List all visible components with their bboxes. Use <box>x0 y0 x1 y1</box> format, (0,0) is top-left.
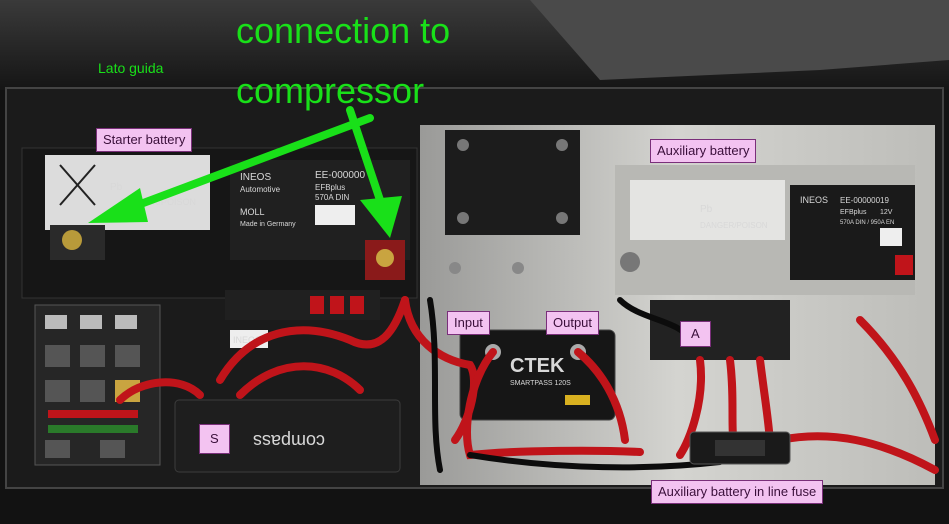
svg-text:EE-00000019: EE-00000019 <box>840 196 889 205</box>
svg-text:Automotive: Automotive <box>240 185 281 194</box>
label-auxiliary-battery: Auxiliary battery <box>650 139 757 163</box>
svg-text:Pb: Pb <box>700 204 713 215</box>
svg-text:570A DIN: 570A DIN <box>315 193 349 202</box>
svg-text:EE-000000: EE-000000 <box>315 170 365 181</box>
svg-text:Made in Germany: Made in Germany <box>240 221 296 228</box>
side-label: Lato guida <box>98 60 164 76</box>
svg-text:DANGER/POISON: DANGER/POISON <box>120 197 196 207</box>
svg-text:INEOS: INEOS <box>240 172 271 183</box>
svg-text:EFBplus: EFBplus <box>315 183 345 192</box>
lid-reflection <box>530 0 949 80</box>
label-inline-fuse: Auxiliary battery in line fuse <box>651 480 824 504</box>
svg-text:compass: compass <box>253 431 325 451</box>
label-s: S <box>199 424 230 454</box>
headline-line2: compressor <box>236 70 425 111</box>
svg-text:570A DIN / 950A EN: 570A DIN / 950A EN <box>840 220 894 226</box>
label-starter-battery: Starter battery <box>96 128 193 152</box>
headline-line1: connection to <box>236 10 451 51</box>
svg-text:EFBplus: EFBplus <box>840 209 867 216</box>
busbar-module: compass INEOS <box>174 290 401 473</box>
inline-fuse-holder <box>689 431 791 465</box>
svg-text:SMARTPASS 120S: SMARTPASS 120S <box>510 380 571 387</box>
svg-text:Pb: Pb <box>110 182 123 193</box>
svg-text:12V: 12V <box>880 209 893 216</box>
auxiliary-battery: Pb DANGER/POISON INEOS EE-00000019 EFBpl… <box>615 165 915 360</box>
label-output: Output <box>546 311 600 335</box>
label-input: Input <box>447 311 490 335</box>
green-arrows <box>88 106 402 238</box>
svg-text:DANGER/POISON: DANGER/POISON <box>700 221 768 230</box>
svg-text:CTEK: CTEK <box>510 355 565 377</box>
svg-text:MOLL: MOLL <box>240 207 265 217</box>
label-a: A <box>680 321 711 347</box>
red-cables <box>116 296 939 474</box>
svg-text:INEOS: INEOS <box>233 335 261 345</box>
svg-text:INEOS: INEOS <box>800 195 828 205</box>
